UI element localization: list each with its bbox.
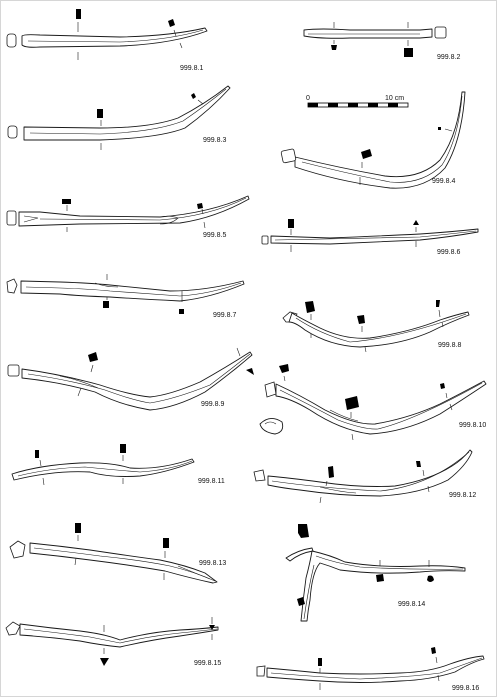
artifact-999-8-15: 999.8.15 [5,617,221,667]
scale-end-label: 10 cm [385,95,404,102]
artifact-label: 999.8.12 [449,492,476,499]
artifact-999-8-11: 999.8.11 [11,444,225,486]
artifact-label: 999.8.6 [437,249,460,256]
artifact-999-8-13: 999.8.13 [9,523,226,584]
artifact-label: 999.8.3 [203,137,226,144]
artifact-label: 999.8.1 [180,65,203,72]
artifact-999-8-3: 999.8.3 [7,85,231,150]
artifact-label: 999.8.11 [198,478,225,485]
artifact-label: 999.8.2 [437,54,460,61]
artifact-999-8-14: 999.8.14 [285,524,466,622]
artifact-label: 999.8.7 [213,312,236,319]
artifact-label: 999.8.16 [452,685,479,692]
artifact-label: 999.8.5 [203,232,226,239]
artifact-999-8-9: 999.8.9 [7,347,254,411]
artifact-999-8-7: 999.8.7 [6,274,245,319]
artifact-999-8-2: 999.8.2 [303,22,460,61]
artifact-label: 999.8.15 [194,660,221,667]
artifact-label: 999.8.8 [438,342,461,349]
artifact-999-8-8: 999.8.8 [282,300,470,353]
artifact-999-8-4: 999.8.4 [280,91,466,189]
scale-bar: 0 10 cm [306,95,409,108]
artifact-999-8-6: 999.8.6 [261,219,479,256]
artifact-999-8-5: 999.8.5 [6,195,250,239]
artifact-label: 999.8.14 [398,601,425,608]
artifact-999-8-1: 999.8.1 [6,9,208,72]
artifact-label: 999.8.13 [199,560,226,567]
artifact-label: 999.8.4 [432,178,455,185]
artifact-999-8-12: 999.8.12 [253,449,476,504]
artifact-999-8-10: 999.8.10 [259,364,487,441]
scale-start-label: 0 [306,95,310,102]
artifact-label: 999.8.10 [459,422,486,429]
artifact-label: 999.8.9 [201,401,224,408]
artifact-999-8-16: 999.8.16 [256,647,485,692]
